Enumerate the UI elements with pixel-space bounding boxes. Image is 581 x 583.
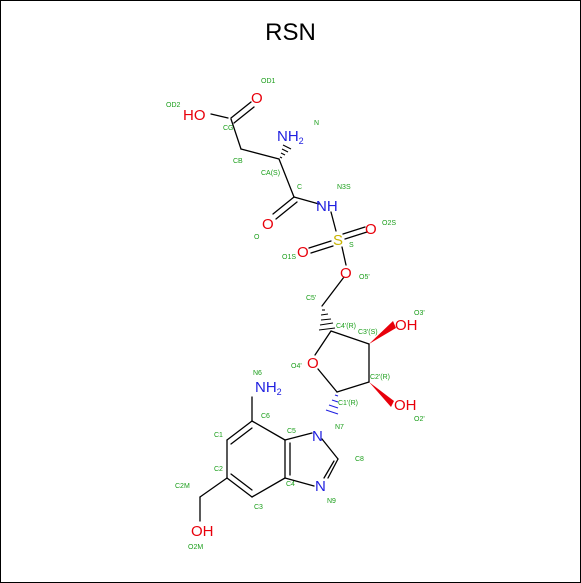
name-n6: N6: [253, 370, 262, 377]
atom-n6-text: NH: [255, 379, 277, 396]
atom-oh2: OH: [394, 397, 417, 414]
name-c5: C5: [287, 428, 296, 435]
diagram-title: RSN: [265, 19, 316, 46]
name-o2m: O2M: [188, 544, 203, 551]
bond-cg-cb: [230, 118, 242, 150]
atom-n6: NH2: [255, 379, 282, 397]
atom-n3s: NH: [316, 198, 338, 215]
name-cb: CB: [233, 158, 243, 165]
bond-c3p-o3p-wedge: [369, 321, 396, 344]
bond-cg-od1: [230, 101, 252, 119]
atom-n7: N: [312, 428, 323, 445]
name-o2s: O2S: [382, 220, 396, 227]
name-n7: N7: [335, 424, 344, 431]
bond-c5-n7: [284, 432, 313, 441]
atom-o2s: O: [365, 221, 377, 238]
atom-n6-subscript: 2: [277, 387, 282, 397]
name-o: O: [254, 234, 260, 241]
bond-n3s-s: [330, 211, 337, 232]
name-c2m: C2M: [175, 483, 190, 490]
name-od1: OD1: [261, 78, 276, 85]
bond-c-o-double: [275, 201, 298, 220]
bond-o4p-c4p: [314, 330, 332, 356]
bond-c1p-o4p: [317, 368, 338, 393]
atom-o-amide: O: [262, 216, 274, 233]
bond-c2-c2m: [199, 477, 228, 498]
bond-s-o5p: [341, 246, 347, 266]
bond-c5-c6: [251, 420, 286, 441]
bond-n7-c8: [321, 438, 339, 460]
name-c5p: C5': [306, 295, 316, 302]
atom-n-top-text: NH: [277, 128, 299, 145]
bond-s-o1s: [308, 240, 332, 249]
atom-o4p: O: [307, 355, 319, 372]
bond-c6-c1-inner: [230, 427, 253, 445]
bond-c-o: [272, 196, 295, 215]
name-c6: C6: [261, 413, 270, 420]
name-o1s: O1S: [282, 254, 296, 261]
name-c1: C1: [214, 432, 223, 439]
bond-cb-ca: [240, 148, 280, 160]
bond-o5p-c5p: [321, 276, 345, 307]
atom-oh3: OH: [395, 317, 418, 334]
bonds: [199, 101, 396, 522]
bond-n9-c4: [284, 477, 315, 487]
bond-cg-od1-double: [233, 106, 255, 124]
atom-n-top: NH2: [277, 128, 304, 146]
bond-c2p-c1p: [336, 381, 370, 393]
bond-o-cg: [210, 113, 229, 119]
name-n: N: [314, 120, 319, 127]
atom-n-top-subscript: 2: [299, 136, 304, 146]
name-c2: C2: [214, 466, 223, 473]
name-c2p: C2'(R): [370, 374, 390, 381]
name-c1p: C1'(R): [338, 400, 358, 407]
bond-c1p-n7-hash: [325, 394, 339, 415]
bond-c8-n9-double: [323, 460, 335, 479]
bond-c2-c3-inner: [230, 473, 253, 491]
name-n3s: N3S: [337, 184, 351, 191]
name-c: C: [297, 184, 302, 191]
atom-o1s: O: [297, 244, 309, 261]
bond-s-o2s-double: [344, 231, 368, 240]
bond-c2p-o2p-wedge: [369, 382, 394, 407]
bond-c4p-c3p: [330, 330, 370, 345]
atom-od1: O: [251, 90, 263, 107]
bond-c3-c4: [251, 477, 286, 498]
name-n9: N9: [327, 498, 336, 505]
bond-c4p-c5p-hash: [318, 309, 336, 331]
atom-s: S: [333, 232, 343, 249]
name-c3: C3: [254, 504, 263, 511]
bond-s-o2s: [342, 226, 366, 235]
atom-name-labels: OD1 OD2 CG N CB CA(S) C N3S O O2S S O1S …: [166, 78, 425, 551]
name-o2p: O2': [414, 416, 425, 423]
bond-c6-c1: [226, 420, 253, 441]
bond-c-n3s: [293, 196, 320, 205]
name-c4: C4: [286, 481, 295, 488]
bond-c2-c3: [226, 477, 253, 498]
name-cg: CG: [223, 125, 234, 132]
name-od2: OD2: [166, 102, 181, 109]
atom-n9: N: [315, 478, 326, 495]
atom-ho: HO: [183, 107, 206, 124]
name-o3p: O3': [414, 310, 425, 317]
name-ca: CA(S): [261, 170, 280, 177]
bond-ca-c: [278, 158, 295, 198]
name-o5p: O5': [359, 274, 370, 281]
name-s: S: [349, 242, 354, 249]
name-c4p: C4'(R): [336, 323, 356, 330]
bond-s-o1s-double: [310, 245, 334, 254]
name-c3p: C3'(S): [358, 329, 378, 336]
atom-oh-bottom: OH: [191, 523, 214, 540]
atom-labels: HO O NH2 NH O O O S O OH O OH NH2 N N OH: [183, 90, 418, 540]
name-o4p: O4': [291, 363, 302, 370]
bond-c8-n9: [327, 458, 339, 479]
name-c8: C8: [355, 456, 364, 463]
atom-o5p: O: [340, 265, 352, 282]
bond-ca-n-hash: [279, 144, 292, 159]
